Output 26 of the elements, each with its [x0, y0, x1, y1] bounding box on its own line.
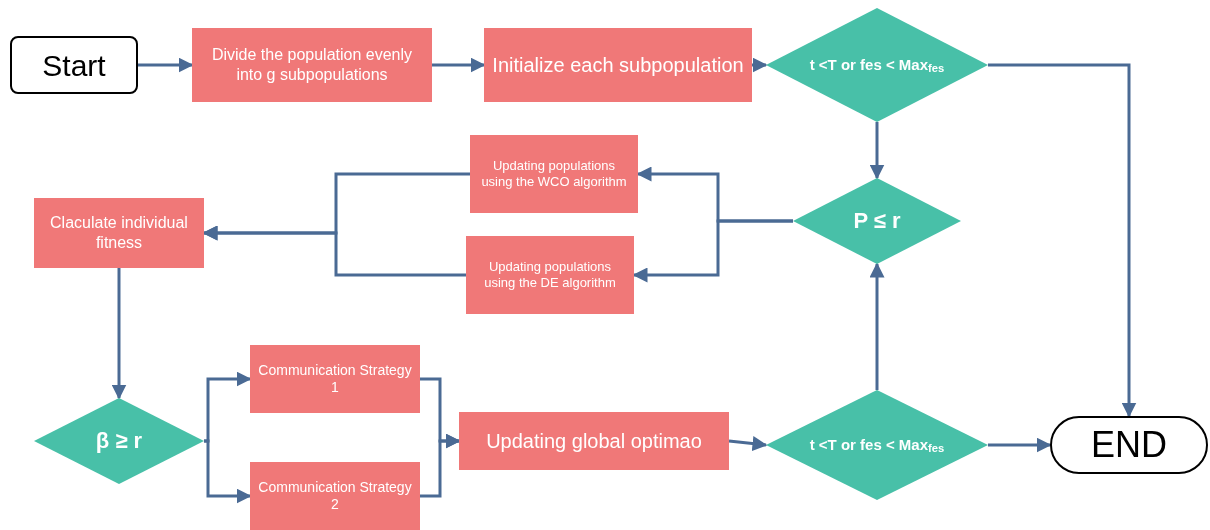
arrow — [204, 371, 252, 443]
process-box: Updating global optimao — [459, 412, 729, 470]
arrow — [420, 433, 461, 498]
process-box: Initialize each subpopulation — [484, 28, 752, 102]
process-box: Updating populations using the DE algorithm — [466, 236, 634, 314]
process-box: Communication Strategy 2 — [250, 462, 420, 530]
terminal-box: END — [1050, 416, 1208, 474]
arrow — [138, 57, 194, 73]
process-box: Claculate individual fitness — [34, 198, 204, 268]
terminal-box: Start — [10, 36, 138, 94]
process-box: Updating populations using the WCO algorithm — [470, 135, 638, 213]
process-box: Communication Strategy 1 — [250, 345, 420, 413]
arrow — [752, 57, 768, 73]
arrow — [204, 439, 252, 504]
decision-diamond: P ≤ r — [793, 178, 961, 264]
arrow — [988, 63, 1137, 418]
decision-diamond: t <T or fes < Max$_{fes}$ — [766, 390, 988, 500]
arrow — [869, 262, 885, 390]
arrow — [869, 122, 885, 180]
arrow — [728, 436, 768, 451]
decision-diamond: t <T or fes < Max$_{fes}$ — [766, 8, 988, 122]
process-box: Divide the population evenly into g subpopulations — [192, 28, 432, 102]
arrow — [432, 57, 486, 73]
arrow — [111, 268, 127, 400]
arrow — [988, 437, 1052, 453]
decision-diamond: β ≥ r — [34, 398, 204, 484]
